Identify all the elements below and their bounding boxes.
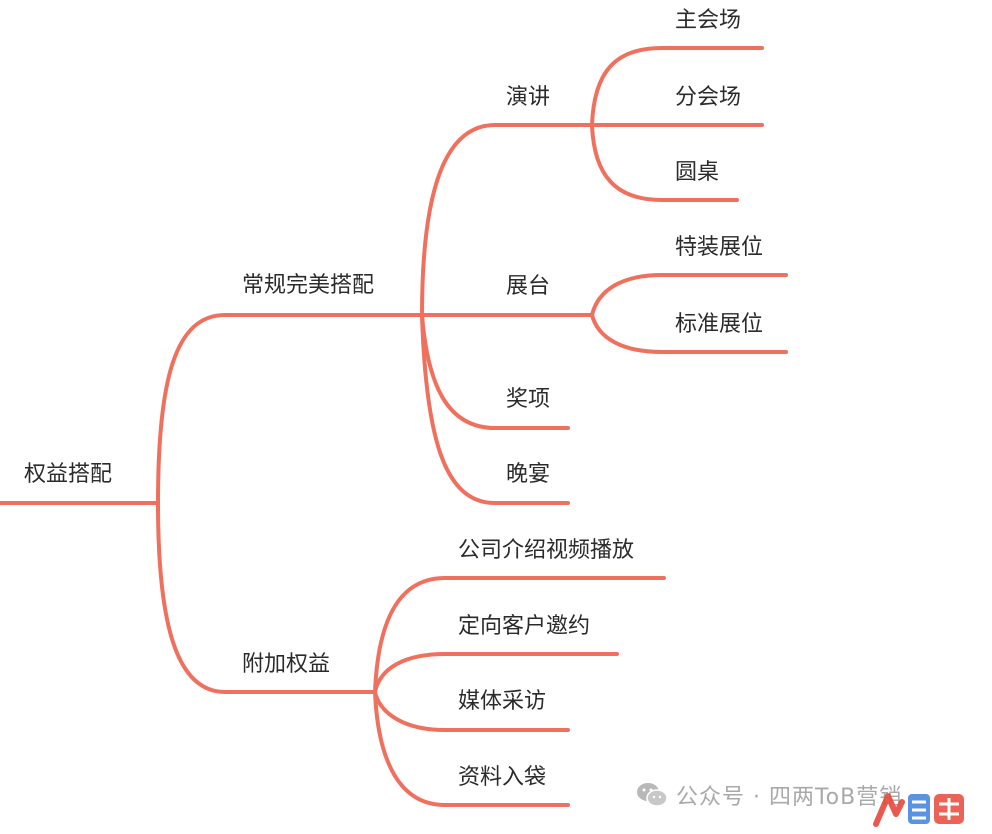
watermark-text: 公众号 · 四两ToB营销 — [676, 785, 903, 810]
node-interview: 媒体采访 — [458, 689, 547, 714]
node-invite: 定向客户邀约 — [458, 614, 591, 639]
node-root: 权益搭配 — [24, 462, 113, 487]
node-conventional: 常规完美搭配 — [242, 273, 375, 298]
node-sub-hall: 分会场 — [675, 85, 742, 110]
connector-extra-to-material — [373, 690, 570, 807]
connector-root-to-conventional — [156, 313, 424, 505]
node-special-booth: 特装展位 — [675, 235, 764, 260]
connector-booth-to-standard — [590, 313, 788, 354]
node-main-hall: 主会场 — [675, 8, 742, 33]
node-award: 奖项 — [506, 387, 551, 412]
connector-extra-to-interview — [373, 690, 570, 732]
connector-extra-to-invite — [373, 652, 619, 694]
connector-root-to-extra — [156, 501, 377, 694]
brand-logo — [873, 793, 964, 827]
node-extra: 附加权益 — [242, 652, 331, 677]
wechat-icon — [637, 783, 668, 807]
connector-conventional-to-award — [420, 313, 570, 430]
watermark: 公众号 · 四两ToB营销 — [636, 777, 902, 813]
node-material: 资料入袋 — [458, 765, 547, 790]
node-dinner: 晚宴 — [506, 462, 551, 487]
node-booth: 展台 — [506, 274, 551, 299]
connector-conventional-to-dinner — [420, 313, 570, 505]
connector-booth-to-special — [590, 273, 788, 317]
node-video: 公司介绍视频播放 — [458, 538, 635, 563]
node-standard-booth: 标准展位 — [675, 312, 764, 337]
connector-conventional-to-speech — [420, 123, 594, 317]
connector-speech-to-main-hall — [590, 46, 764, 127]
connector-speech-to-roundtable — [590, 123, 739, 202]
connector-extra-to-video — [373, 576, 666, 694]
node-roundtable: 圆桌 — [675, 160, 720, 185]
node-speech: 演讲 — [506, 85, 551, 110]
